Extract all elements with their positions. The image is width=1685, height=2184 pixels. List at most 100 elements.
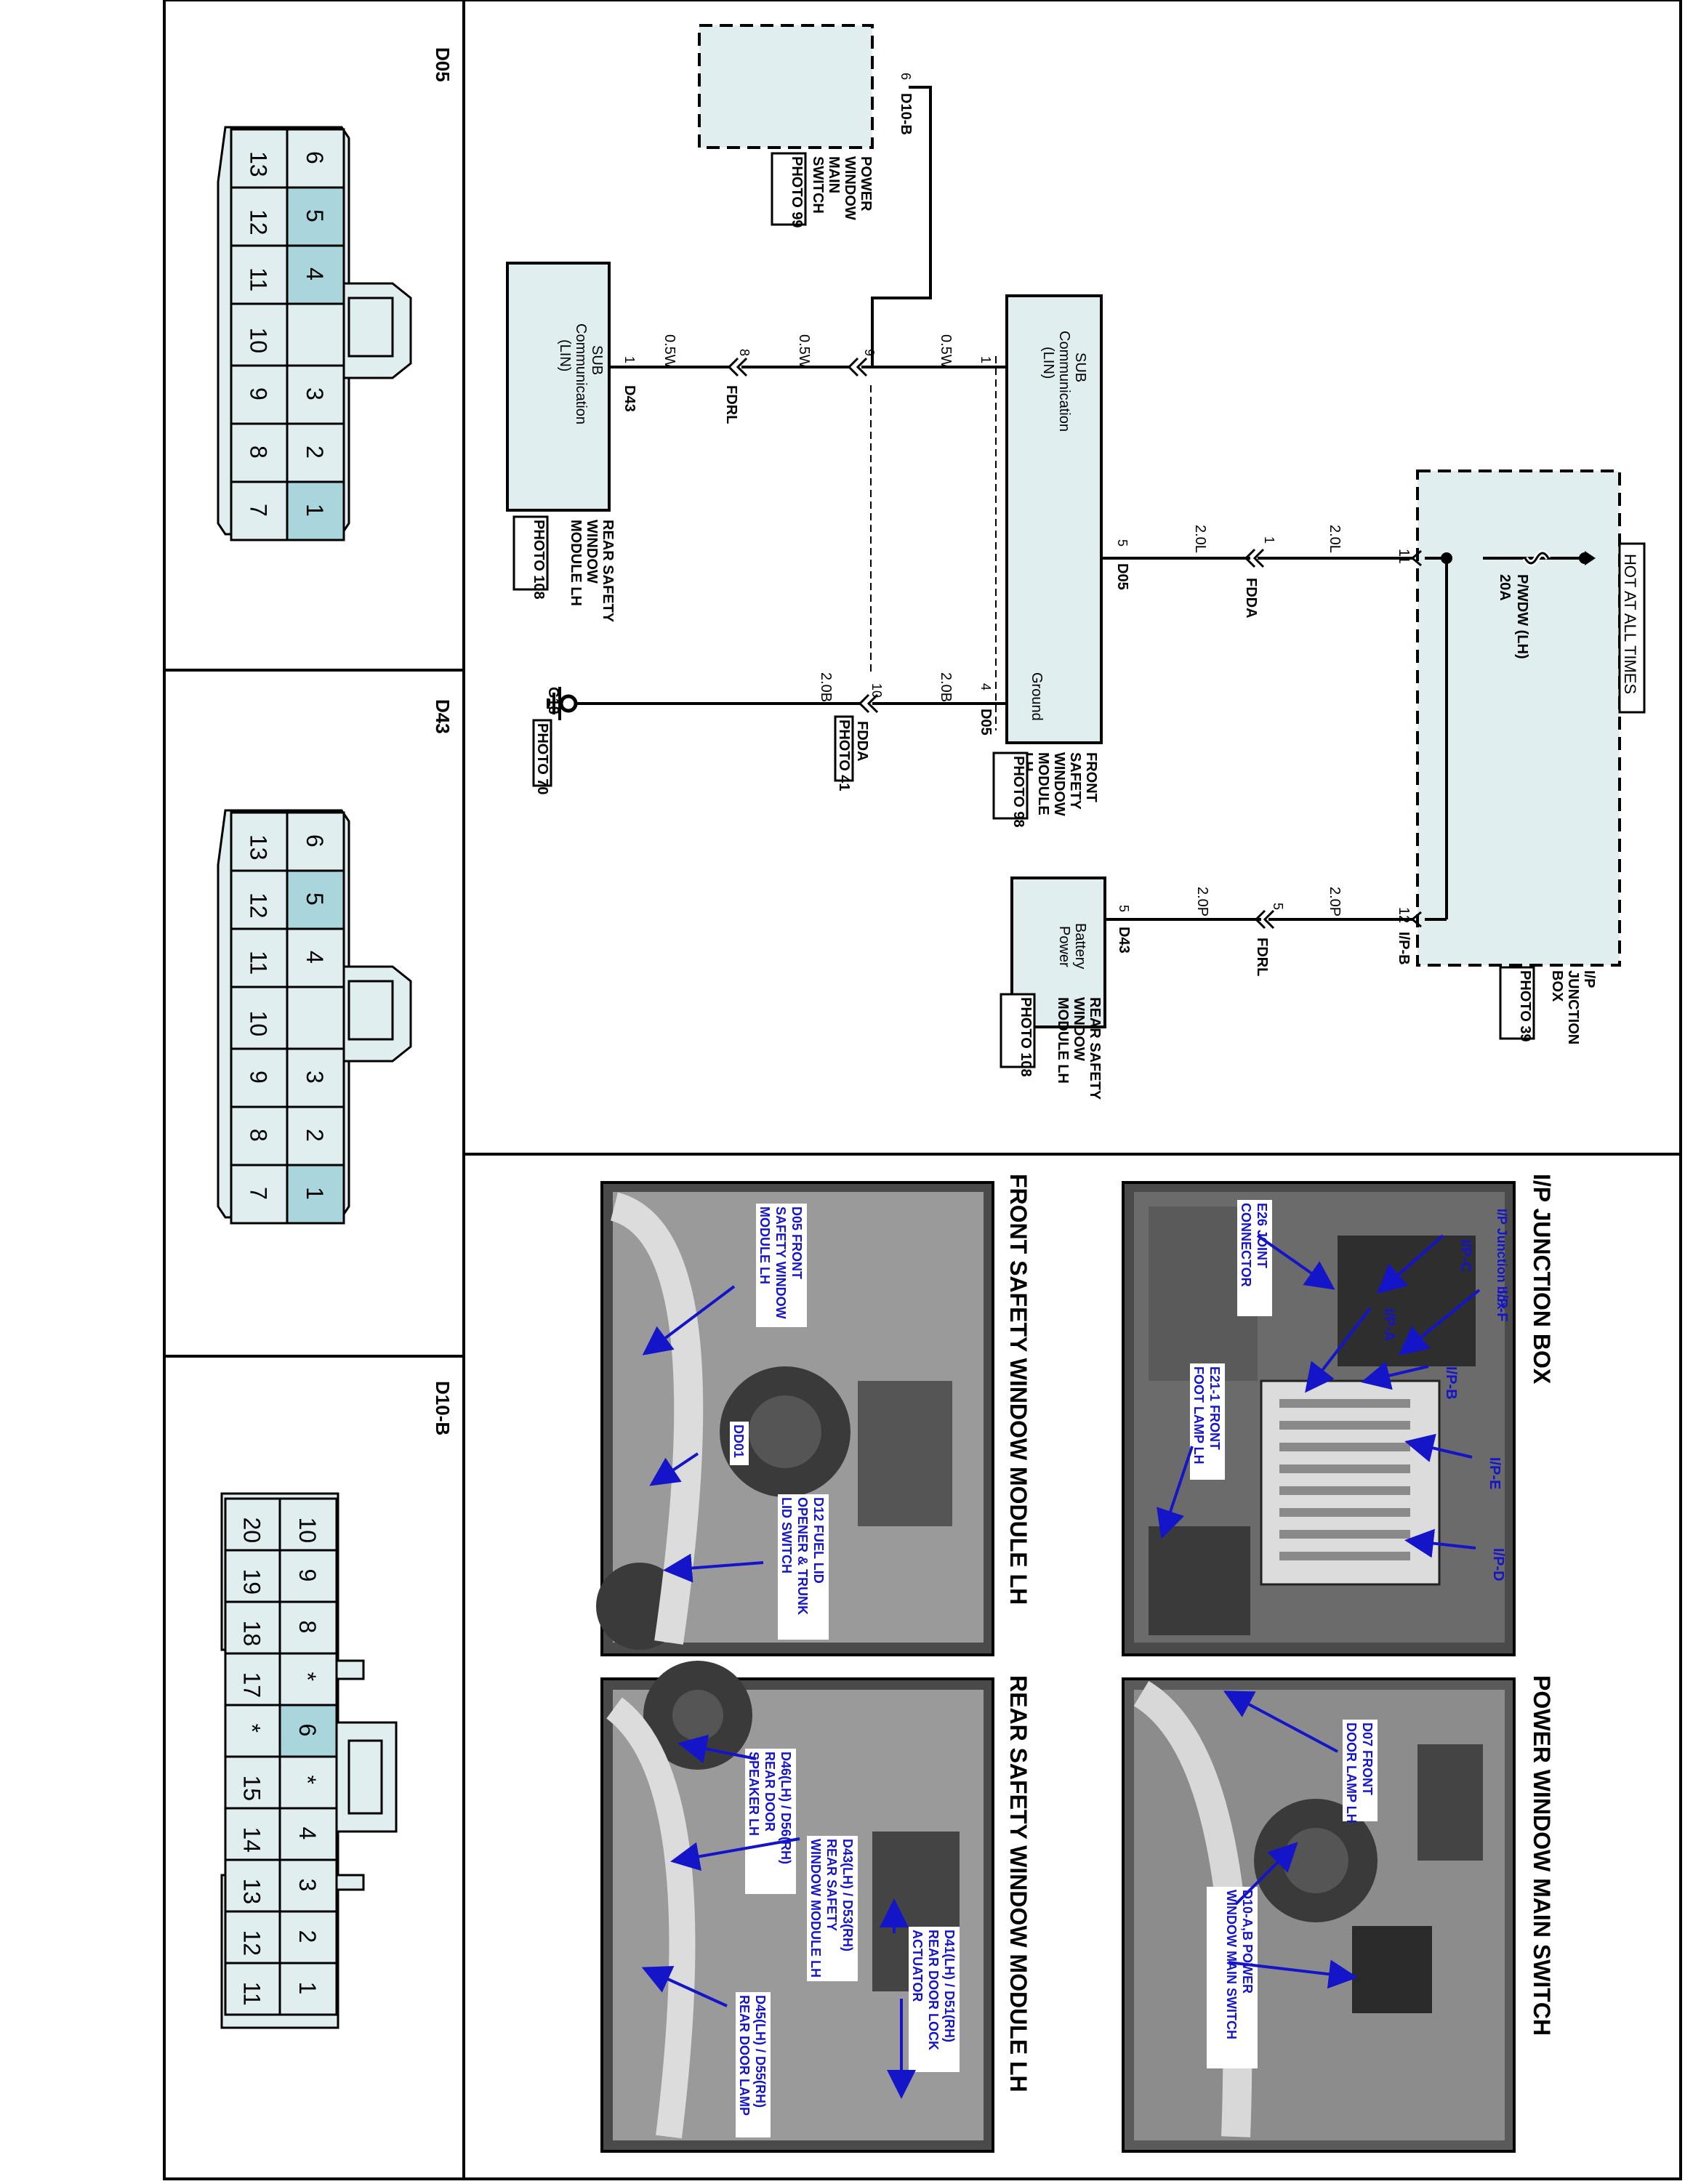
svg-text:JUNCTION: JUNCTION	[1565, 970, 1581, 1044]
svg-text:2.0P: 2.0P	[1194, 887, 1210, 916]
callout-ip-a: I/P-A	[1381, 1308, 1397, 1342]
connector-pin-cell	[230, 186, 289, 247]
callout-d12: D12 FUEL LID OPENER & TRUNK LID SWITCH	[778, 1494, 829, 1640]
connector-pin-cell	[286, 811, 345, 872]
svg-text:D43(LH) / D53(RH): D43(LH) / D53(RH)	[840, 1839, 855, 1951]
wire-label-7: 0.5W	[661, 334, 677, 368]
connector-pin-label: 10	[294, 1518, 321, 1544]
callout-e21: E21-1 FRONT FOOT LAMP LH	[1190, 1363, 1225, 1480]
svg-text:SWITCH: SWITCH	[810, 156, 826, 214]
connector-pin-cell	[278, 1652, 338, 1706]
svg-text:WINDOW: WINDOW	[584, 520, 600, 584]
svg-text:1: 1	[978, 356, 993, 363]
svg-text:D43: D43	[622, 385, 638, 412]
svg-text:PHOTO 98: PHOTO 98	[1010, 756, 1026, 828]
connector-pin-label: 1	[302, 1187, 328, 1200]
photo-main-switch: D07 FRONT DOOR LAMP LH D10-A,B POWER WIN…	[1122, 1677, 1516, 2153]
svg-text:9: 9	[862, 349, 877, 356]
connector-title-d10b: D10-B	[432, 1381, 454, 1435]
connector-pin-cell	[224, 1755, 281, 1810]
connector-pin-cell	[230, 302, 289, 367]
svg-text:MODULE LH: MODULE LH	[757, 1206, 772, 1284]
svg-text:OPENER & TRUNK: OPENER & TRUNK	[795, 1497, 810, 1615]
svg-text:G18: G18	[545, 687, 561, 714]
connector-pin-label: 2	[302, 446, 328, 459]
fdrl-connector-top-2	[1254, 909, 1266, 930]
wire-label-5: 0.5W	[938, 334, 954, 368]
connector-pin-label: 19	[239, 1569, 265, 1595]
wire-label-3: 2.0P	[1327, 887, 1343, 916]
svg-text:MODULE: MODULE	[1035, 752, 1051, 815]
rear-module-power-photo: PHOTO 108	[1000, 993, 1036, 1077]
svg-text:PHOTO 108: PHOTO 108	[1018, 997, 1034, 1077]
svg-text:SPEAKER LH: SPEAKER LH	[747, 1752, 761, 1836]
svg-text:SAFETY: SAFETY	[1067, 752, 1083, 810]
connector-pin-label: 4	[302, 267, 328, 281]
connector-pin-label: 11	[246, 267, 272, 291]
photo-title-front-module: FRONT SAFETY WINDOW MODULE LH	[1005, 1174, 1031, 1605]
fdda-label-gnd: FDDA	[854, 721, 870, 762]
callout-ip-d: I/P-D	[1490, 1548, 1506, 1581]
wire-label-8: 2.0B	[938, 672, 954, 702]
svg-text:I/P Junction box: I/P Junction box	[1495, 1209, 1509, 1310]
svg-text:E26 JOINT: E26 JOINT	[1255, 1203, 1269, 1268]
connector-pin-label: 12	[239, 1930, 265, 1957]
svg-text:D05: D05	[1114, 563, 1130, 590]
wire-label-9: 2.0B	[818, 672, 834, 702]
front-module-conn-bottom: D05	[978, 709, 994, 736]
svg-text:BOX: BOX	[1549, 970, 1565, 1002]
page-border	[163, 0, 1682, 2180]
connector-pin-cell	[230, 1105, 289, 1166]
svg-text:4: 4	[978, 683, 993, 690]
rear-module-power-pin: 5	[1117, 905, 1131, 912]
svg-text:PHOTO 41: PHOTO 41	[836, 720, 852, 791]
connector-pin-label: 11	[239, 1982, 265, 2006]
svg-text:D41(LH) / D51(RH): D41(LH) / D51(RH)	[942, 1930, 957, 2042]
svg-text:ACTUATOR: ACTUATOR	[910, 1930, 925, 2002]
svg-text:SUB: SUB	[589, 345, 605, 375]
svg-text:REAR SAFETY WINDOW MODULE LH: REAR SAFETY WINDOW MODULE LH	[1005, 1675, 1031, 2092]
svg-text:HOT AT ALL TIMES: HOT AT ALL TIMES	[1621, 554, 1639, 694]
rear-module-lin-conn: D43	[622, 385, 638, 412]
svg-text:REAR DOOR: REAR DOOR	[763, 1752, 777, 1832]
connector-title-d05: D05	[432, 47, 454, 82]
svg-text:WINDOW: WINDOW	[1051, 752, 1067, 816]
connector-pin-label: 7	[246, 1187, 272, 1200]
svg-text:POWER: POWER	[858, 156, 874, 211]
connector-pin-label: 13	[239, 1879, 265, 1905]
connector-pin-cell	[286, 986, 345, 1050]
connector-pin-label: 1	[302, 504, 328, 517]
connector-pin-label: *	[294, 1776, 321, 1784]
callout-e26: E26 JOINT CONNECTOR	[1237, 1200, 1272, 1316]
front-module-box	[1005, 294, 1103, 744]
connector-pin-cell	[286, 186, 345, 247]
svg-text:FOOT LAMP LH: FOOT LAMP LH	[1191, 1366, 1206, 1464]
fdda-connector-gnd	[866, 693, 879, 714]
callout-ip-e: I/P-E	[1487, 1457, 1503, 1489]
svg-text:FRONT SAFETY WINDOW MODULE LH: FRONT SAFETY WINDOW MODULE LH	[1005, 1174, 1031, 1605]
svg-text:WINDOW MODULE LH: WINDOW MODULE LH	[808, 1839, 823, 1978]
svg-text:WINDOW MAIN SWITCH: WINDOW MAIN SWITCH	[1224, 1890, 1239, 2039]
connector-pin-label: 3	[294, 1879, 321, 1892]
svg-text:D05 FRONT: D05 FRONT	[789, 1206, 804, 1279]
svg-text:D10-A,B POWER: D10-A,B POWER	[1240, 1890, 1255, 1994]
svg-text:DOOR LAMP LH: DOOR LAMP LH	[1344, 1722, 1359, 1824]
callout-d46: D46(LH) / D56(RH) REAR DOOR SPEAKER LH	[745, 1749, 796, 1894]
front-module-ground-label: Ground	[1029, 672, 1045, 721]
wire-label-6: 0.5W	[796, 334, 812, 368]
junction-box-photo: PHOTO 39	[1499, 966, 1535, 1042]
svg-text:CONNECTOR: CONNECTOR	[1239, 1203, 1253, 1287]
connector-pin-label: 18	[239, 1621, 265, 1647]
photo-title-rear-module: REAR SAFETY WINDOW MODULE LH	[1005, 1675, 1031, 2092]
connector-pin-cell	[224, 1497, 281, 1552]
connector-pin-label: 9	[294, 1569, 321, 1582]
connector-pin-label: 10	[246, 1011, 272, 1037]
connector-pin-label: 8	[246, 446, 272, 459]
svg-text:FDDA: FDDA	[1243, 578, 1259, 618]
connector-pin-cell	[278, 1704, 338, 1758]
main-switch-photo: PHOTO 99	[771, 152, 807, 228]
power-header: HOT AT ALL TIMES	[1618, 542, 1646, 714]
